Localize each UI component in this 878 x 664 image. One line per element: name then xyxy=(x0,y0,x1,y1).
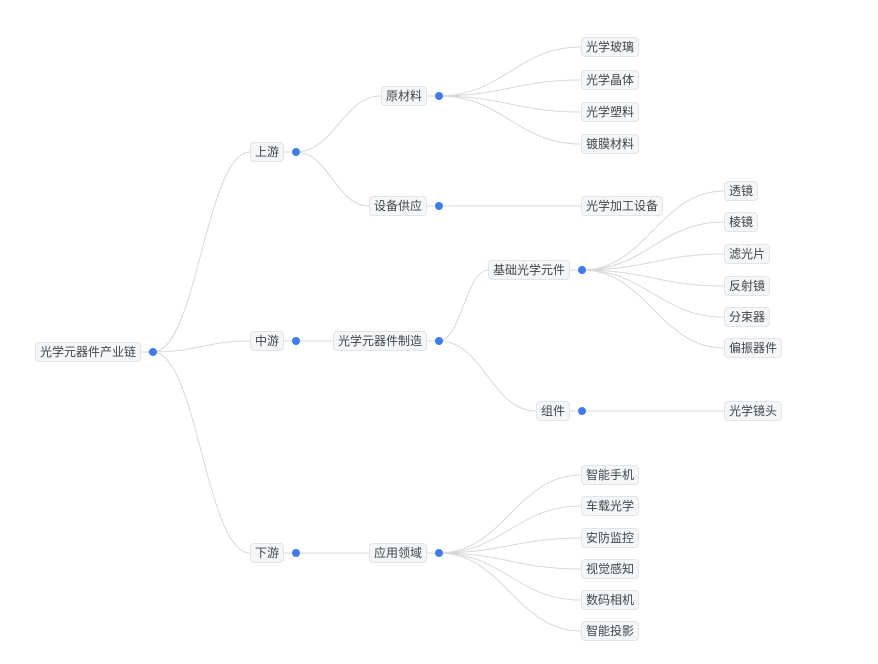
node-smart-projection[interactable]: 智能投影 xyxy=(581,621,640,641)
edge-upstream xyxy=(152,151,251,353)
edge-smartphone xyxy=(438,474,582,554)
node-upstream[interactable]: 上游 xyxy=(249,142,284,162)
edge-smart-projection xyxy=(438,552,582,632)
edge-digital-camera xyxy=(438,552,582,601)
edge-coating-materials xyxy=(438,95,582,145)
edge-equipment-supply xyxy=(295,151,370,207)
node-polarizer[interactable]: 偏振器件 xyxy=(724,338,783,358)
dot-application-fields[interactable] xyxy=(435,549,443,557)
node-beam-splitter[interactable]: 分束器 xyxy=(724,307,771,327)
node-basic-optical-elements[interactable]: 基础光学元件 xyxy=(487,260,570,280)
node-optical-crystal[interactable]: 光学晶体 xyxy=(581,70,640,90)
dot-upstream[interactable] xyxy=(292,148,300,156)
node-optical-glass[interactable]: 光学玻璃 xyxy=(581,37,640,57)
node-coating-materials[interactable]: 镀膜材料 xyxy=(581,134,640,154)
dot-downstream[interactable] xyxy=(292,549,300,557)
dot-midstream[interactable] xyxy=(292,337,300,345)
node-downstream[interactable]: 下游 xyxy=(249,543,284,563)
node-raw-materials[interactable]: 原材料 xyxy=(380,86,427,106)
dot-equipment-supply[interactable] xyxy=(435,202,443,210)
node-manufacturing[interactable]: 光学元器件制造 xyxy=(332,331,427,351)
dot-root[interactable] xyxy=(149,348,157,356)
node-optical-plastic[interactable]: 光学塑料 xyxy=(581,102,640,122)
dot-raw-materials[interactable] xyxy=(435,92,443,100)
node-root[interactable]: 光学元器件产业链 xyxy=(34,342,141,362)
edge-beam-splitter xyxy=(581,269,725,318)
node-components[interactable]: 组件 xyxy=(535,401,570,421)
node-mirror[interactable]: 反射镜 xyxy=(724,276,771,296)
edge-automotive-optics xyxy=(438,505,582,554)
edge-visual-perception xyxy=(438,552,582,570)
edge-downstream xyxy=(152,351,251,554)
node-lens[interactable]: 透镜 xyxy=(724,181,759,201)
edges xyxy=(141,46,725,632)
dot-basic-optical-elements[interactable] xyxy=(578,266,586,274)
edge-optical-crystal xyxy=(438,79,582,97)
dot-components[interactable] xyxy=(578,407,586,415)
node-filter[interactable]: 滤光片 xyxy=(724,244,771,264)
edge-raw-materials xyxy=(295,95,382,153)
node-equipment-supply[interactable]: 设备供应 xyxy=(368,196,427,216)
edge-optical-glass xyxy=(438,46,582,97)
node-optical-processing-equipment[interactable]: 光学加工设备 xyxy=(581,196,664,216)
edge-basic-optical-elements xyxy=(438,269,489,342)
node-prism[interactable]: 棱镜 xyxy=(724,212,759,232)
edge-filter xyxy=(581,253,725,271)
node-security-surveillance[interactable]: 安防监控 xyxy=(581,528,640,548)
edge-polarizer xyxy=(581,269,725,349)
edge-security-surveillance xyxy=(438,537,582,554)
edge-optical-plastic xyxy=(438,95,582,113)
node-visual-perception[interactable]: 视觉感知 xyxy=(581,559,640,579)
edge-mirror xyxy=(581,269,725,287)
node-smartphone[interactable]: 智能手机 xyxy=(581,465,640,485)
edge-prism xyxy=(581,221,725,271)
node-application-fields[interactable]: 应用领域 xyxy=(368,543,427,563)
node-midstream[interactable]: 中游 xyxy=(249,331,284,351)
node-digital-camera[interactable]: 数码相机 xyxy=(581,590,640,610)
edge-midstream xyxy=(152,340,251,353)
node-automotive-optics[interactable]: 车载光学 xyxy=(581,496,640,516)
dot-manufacturing[interactable] xyxy=(435,337,443,345)
dots xyxy=(149,92,586,557)
node-optical-lens-head[interactable]: 光学镜头 xyxy=(724,401,783,421)
edge-lens xyxy=(581,190,725,271)
edge-components xyxy=(438,340,537,412)
